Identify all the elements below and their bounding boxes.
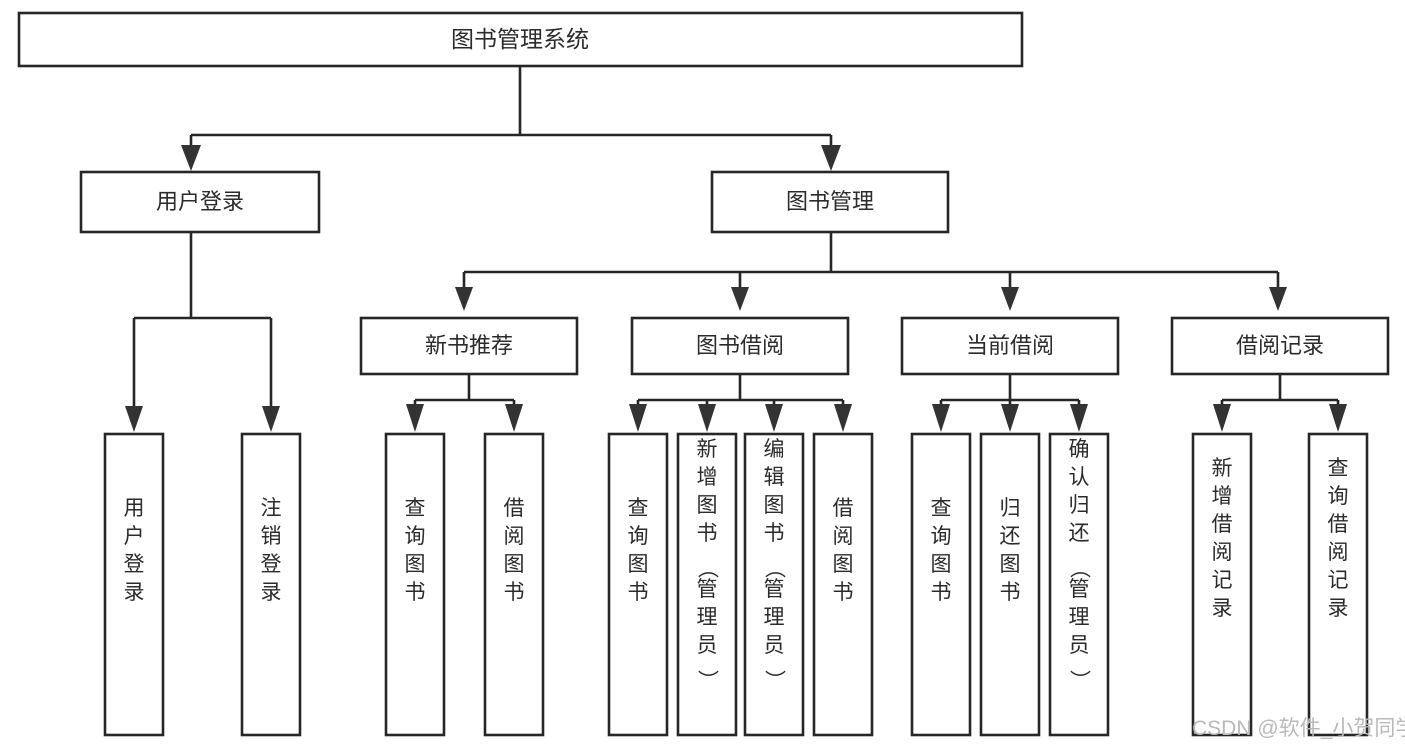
node-root-box (17, 11, 1024, 68)
csdn-watermark: CSDN @软件_小贺同学 (1192, 717, 1405, 740)
leaf-user-login-0-box (103, 432, 165, 737)
node-book-borrow[interactable]: 图书借阅 (630, 316, 850, 376)
arrowhead-newbook-leaf-1 (406, 404, 424, 432)
node-current-borrow-label: 当前借阅 (966, 333, 1054, 358)
arrowhead-to-bookborrow (731, 287, 749, 311)
arrowhead-to-user-login (181, 145, 201, 171)
svg-text:）: ） (1068, 670, 1091, 691)
svg-text:（: （ (1068, 558, 1091, 579)
leaf-new-book-recommend-0-box (384, 432, 446, 737)
leaf-borrow-record-0-box (1191, 432, 1253, 737)
node-user-login-label: 用户登录 (156, 189, 244, 214)
node-new-book-recommend-label: 新书推荐 (425, 333, 513, 358)
arrowhead-to-newbook (455, 287, 473, 311)
leaf-current-borrow-0[interactable]: 查询图书 (910, 432, 972, 737)
leaf-book-borrow-3[interactable]: 借阅图书 (812, 432, 874, 737)
node-book-management[interactable]: 图书管理 (710, 170, 950, 234)
node-book-borrow-label: 图书借阅 (696, 333, 784, 358)
node-current-borrow-box (900, 316, 1120, 376)
node-user-login[interactable]: 用户登录 (79, 170, 321, 234)
arrowhead-currentborrow-leaf-2 (1001, 404, 1019, 432)
arrowhead-currentborrow-leaf-1 (932, 404, 950, 432)
leaf-book-borrow-0-box (607, 432, 669, 737)
leaf-user-login-1-box (240, 432, 302, 737)
arrowhead-bookborrow-leaf-3 (765, 404, 783, 432)
node-book-management-label: 图书管理 (786, 189, 874, 214)
node-root-book-management-system[interactable]: 图书管理系统 (17, 11, 1024, 68)
arrowhead-to-borrowrecord (1269, 287, 1287, 311)
arrowhead-to-book-manage (821, 145, 841, 171)
leaf-borrow-record-1-label: 查询借阅记录 (1328, 457, 1349, 620)
arrowhead-layer (125, 145, 1347, 432)
svg-text:）: ） (763, 670, 786, 691)
leaf-new-book-recommend-1-label: 借阅图书 (504, 497, 525, 604)
leaf-current-borrow-0-box (910, 432, 972, 737)
arrowhead-bookborrow-leaf-2 (698, 404, 716, 432)
leaf-new-book-recommend-1[interactable]: 借阅图书 (483, 432, 545, 737)
leaf-borrow-record-1-box (1307, 432, 1369, 737)
node-borrow-record[interactable]: 借阅记录 (1170, 316, 1390, 376)
node-root-label: 图书管理系统 (451, 26, 589, 52)
leaf-current-borrow-1[interactable]: 归还图书 (979, 432, 1041, 737)
leaf-user-login-0-label: 用户登录 (124, 497, 145, 604)
leaf-new-book-recommend-1-box (483, 432, 545, 737)
arrowhead-userlogin-leaf-2 (262, 406, 280, 432)
leaf-book-borrow-3-label: 借阅图书 (833, 497, 854, 604)
node-new-book-recommend[interactable]: 新书推荐 (359, 316, 579, 376)
leaf-current-borrow-2[interactable]: 确认归还管理员 （ ） (1048, 432, 1110, 737)
leaf-user-login-0[interactable]: 用户登录 (103, 432, 165, 737)
leaf-current-borrow-0-label: 查询图书 (931, 497, 952, 604)
leaf-current-borrow-2-label: 确认归还管理员 (1069, 438, 1090, 657)
svg-text:）: ） (696, 670, 719, 691)
leaf-book-borrow-1-label: 新增图书管理员 (697, 438, 718, 657)
arrowhead-newbook-leaf-2 (505, 404, 523, 432)
arrowhead-borrowrecord-leaf-1 (1213, 404, 1231, 432)
leaf-book-borrow-0-label: 查询图书 (628, 497, 649, 604)
svg-text:（: （ (696, 558, 719, 579)
leaf-new-book-recommend-0-label: 查询图书 (405, 497, 426, 604)
leaf-book-borrow-1-box (676, 432, 738, 737)
leaf-new-book-recommend-0[interactable]: 查询图书 (384, 432, 446, 737)
leaf-borrow-record-0-label: 新增借阅记录 (1212, 457, 1233, 620)
leaf-current-borrow-1-box (979, 432, 1041, 737)
arrowhead-bookborrow-leaf-4 (834, 404, 852, 432)
leaf-book-borrow-3-box (812, 432, 874, 737)
node-book-borrow-box (630, 316, 850, 376)
leaf-current-borrow-1-label: 归还图书 (1000, 497, 1021, 604)
leaf-book-borrow-2[interactable]: 编辑图书管理员 （ ） (743, 432, 805, 737)
leaf-borrow-record-1[interactable]: 查询借阅记录 (1307, 432, 1369, 737)
node-book-management-box (710, 170, 950, 234)
leaf-book-borrow-2-label: 编辑图书管理员 (764, 438, 785, 657)
arrowhead-to-currentborrow (1001, 287, 1019, 311)
node-current-borrow[interactable]: 当前借阅 (900, 316, 1120, 376)
leaf-borrow-record-0[interactable]: 新增借阅记录 (1191, 432, 1253, 737)
arrowhead-bookborrow-leaf-1 (629, 404, 647, 432)
arrowhead-borrowrecord-leaf-2 (1329, 404, 1347, 432)
node-borrow-record-box (1170, 316, 1390, 376)
leaf-user-login-1-label: 注销登录 (261, 497, 282, 604)
leaf-book-borrow-1[interactable]: 新增图书管理员 （ ） (676, 432, 738, 737)
leaf-user-login-1[interactable]: 注销登录 (240, 432, 302, 737)
leaf-book-borrow-0[interactable]: 查询图书 (607, 432, 669, 737)
node-user-login-box (79, 170, 321, 234)
leaf-current-borrow-2-box (1048, 432, 1110, 737)
arrowhead-userlogin-leaf-1 (125, 406, 143, 432)
node-new-book-recommend-box (359, 316, 579, 376)
leaf-book-borrow-2-box (743, 432, 805, 737)
node-borrow-record-label: 借阅记录 (1236, 333, 1324, 358)
arrowhead-currentborrow-leaf-3 (1070, 404, 1088, 432)
svg-text:（: （ (763, 558, 786, 579)
